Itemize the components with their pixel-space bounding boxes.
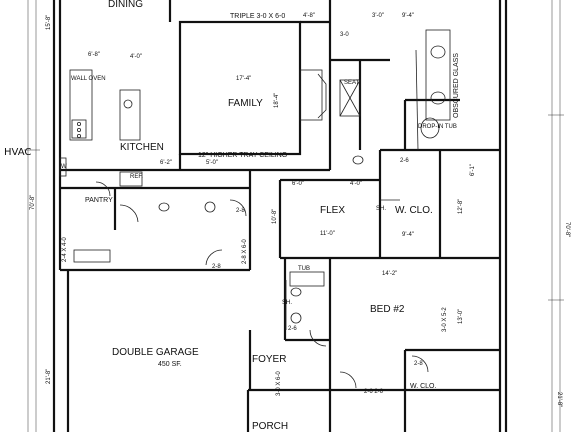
- dim-door-2: 3-0: [340, 32, 349, 38]
- dim-6-1: 6'-1": [470, 164, 476, 176]
- note-tub: TUB: [298, 266, 310, 272]
- dim-15-8: 15'-8": [46, 15, 52, 30]
- dim-12-8: 12'-8": [458, 199, 464, 214]
- dim-kitchen-top: 4'-0": [130, 54, 142, 60]
- dim-window-3-0x5-2: 3-0 X 5-2: [442, 307, 448, 332]
- dim-flex-width: 11'-0": [320, 231, 335, 237]
- note-tray-ceiling: 12" HIGHER TRAY CEILING: [198, 152, 287, 159]
- dim-family-width: 17'-4": [236, 76, 251, 82]
- dim-door-2-6: 2-6: [400, 158, 409, 164]
- dim-5-0: 5'-0": [206, 160, 218, 166]
- note-shower-1: SH.: [376, 206, 386, 212]
- room-w-clo: W. CLO.: [395, 205, 433, 216]
- dim-door-2-8x6-0: 2-8 X 6-0: [242, 239, 248, 264]
- dim-family-depth: 18'-4": [274, 93, 280, 108]
- note-water-heater: W: [61, 164, 67, 170]
- dim-flex-depth: 10'-8": [272, 209, 278, 224]
- room-bed-2: BED #2: [370, 304, 405, 315]
- note-triple-window: TRIPLE 3-0 X 6-0: [230, 13, 285, 20]
- room-porch: PORCH: [252, 421, 288, 432]
- note-drop-in-tub: DROP-IN TUB: [418, 124, 457, 130]
- dim-doors-2-6-2-6: 2-6 2-6: [364, 389, 384, 395]
- dim-overall-right-1: 70'-8": [564, 222, 570, 237]
- room-garage: DOUBLE GARAGE: [112, 347, 199, 358]
- room-kitchen: KITCHEN: [120, 142, 164, 153]
- interior-walls: [60, 0, 500, 432]
- dim-door-3: 2-6: [288, 326, 297, 332]
- dim-overall-left-1: 70'-8": [30, 195, 36, 210]
- dim-door-2-8-c: 2-8: [236, 208, 245, 214]
- dim-9-4: 9'-4": [402, 13, 414, 19]
- note-obscured-glass: OBSCURED GLASS: [453, 53, 460, 118]
- room-dining: DINING: [108, 0, 143, 10]
- dim-wclo-width: 9'-4": [402, 232, 414, 238]
- dim-pantry: 6'-2": [160, 160, 172, 166]
- note-ref: REF.: [130, 174, 143, 180]
- note-shower-2: SH.: [282, 300, 292, 306]
- dim-4-0: 4'-0": [350, 181, 362, 187]
- dim-bed2-depth: 13'-0": [458, 309, 464, 324]
- door-swings: [95, 181, 429, 389]
- dim-door-1: 2-8: [212, 264, 221, 270]
- dimension-lines: [24, 0, 564, 432]
- dim-bed2-width: 14'-2": [382, 271, 397, 277]
- room-foyer: FOYER: [252, 354, 286, 365]
- dim-kitchen-left: 6'-8": [88, 52, 100, 58]
- dim-4-8: 4'-8": [303, 13, 315, 19]
- note-seat: SEAT: [344, 80, 360, 86]
- dim-6-0: 6'-0": [292, 181, 304, 187]
- dim-window-2-4x4-0: 2-4 X 4-0: [62, 237, 68, 262]
- dim-3-0: 3'-0": [372, 13, 384, 19]
- room-w-clo-2: W. CLO.: [410, 383, 437, 390]
- note-hvac: HVAC: [4, 147, 31, 158]
- dim-door-3-0x6-0: 3-0 X 6-0: [276, 371, 282, 396]
- fixtures: [59, 29, 451, 330]
- room-pantry: PANTRY: [85, 197, 113, 204]
- dim-overall-right-2: 21'-8": [556, 392, 562, 407]
- garage-area: 450 SF.: [158, 361, 182, 368]
- room-flex: FLEX: [320, 205, 345, 216]
- exterior-walls: [52, 0, 508, 432]
- dim-door-2-8-b: 2-8: [414, 361, 423, 367]
- note-wall-oven: WALL OVEN: [71, 76, 106, 82]
- dim-overall-left-2: 21'-8": [46, 369, 52, 384]
- room-family: FAMILY: [228, 98, 263, 109]
